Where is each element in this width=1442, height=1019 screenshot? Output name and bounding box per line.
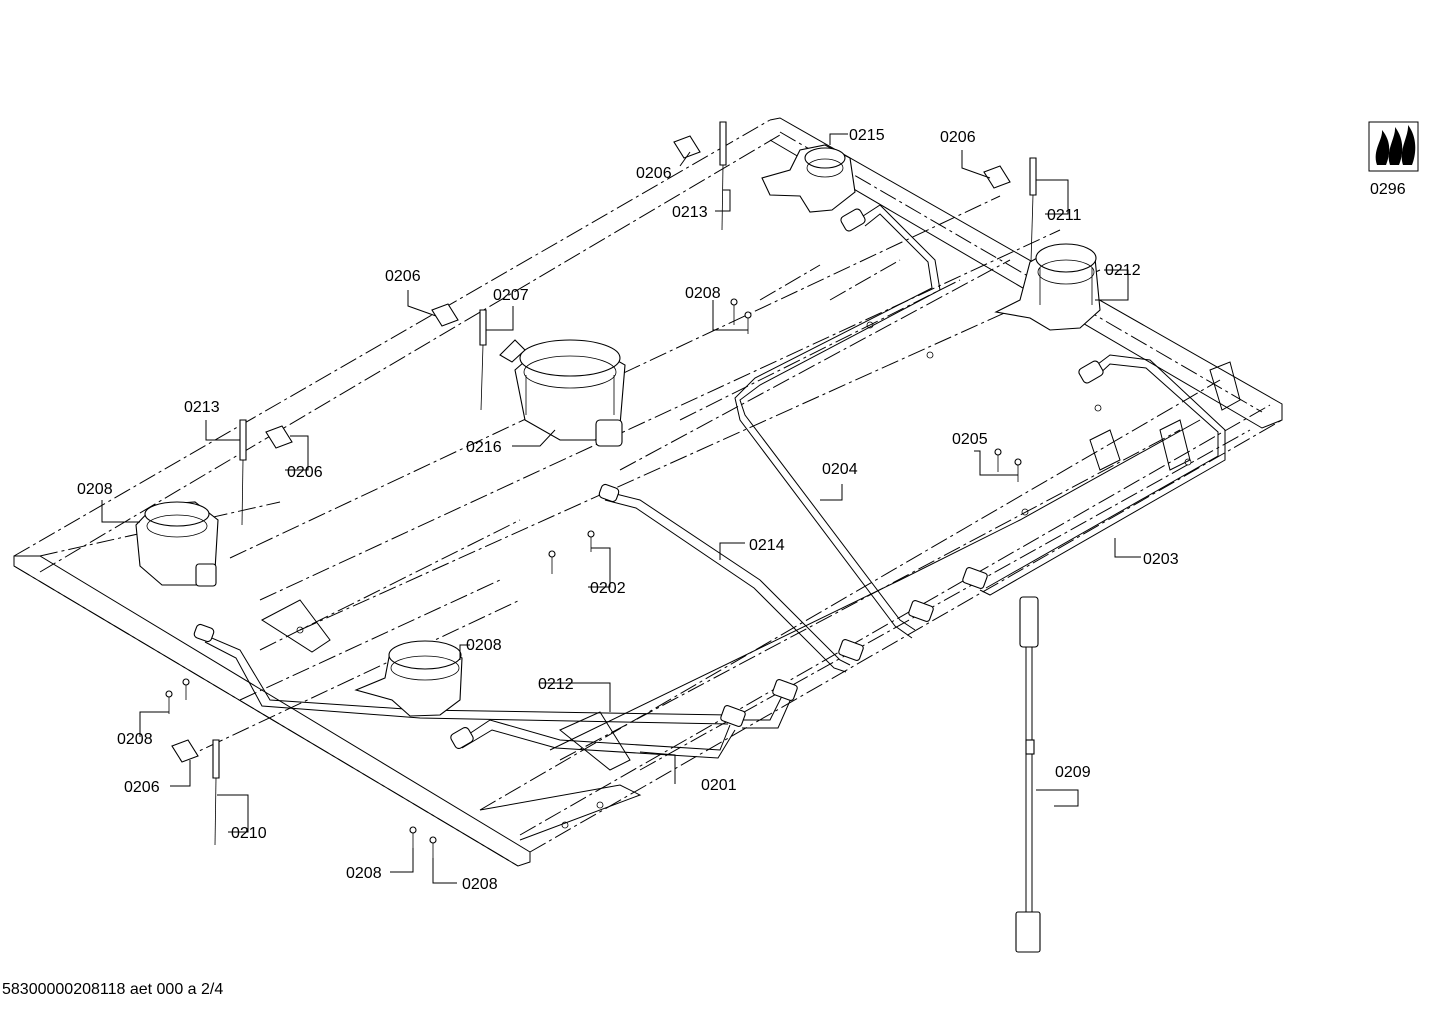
burner-base-0214 bbox=[135, 501, 219, 587]
burner-base-0216 bbox=[499, 339, 626, 447]
callout-0208: 0208 bbox=[462, 876, 498, 893]
callout-0210: 0210 bbox=[231, 825, 267, 842]
callout-0206: 0206 bbox=[636, 165, 672, 182]
screw-parts bbox=[165, 298, 1022, 858]
burner-base-0212-rear bbox=[994, 243, 1101, 331]
callout-0209: 0209 bbox=[1055, 764, 1091, 781]
callout-0208: 0205 bbox=[952, 431, 988, 448]
callout-0208: 0208 bbox=[117, 731, 153, 748]
callout-0216: 0216 bbox=[466, 439, 502, 456]
callout-0206: 0206 bbox=[385, 268, 421, 285]
callout-0215: 0215 bbox=[849, 127, 885, 144]
callout-0208: 0208 bbox=[685, 285, 721, 302]
callout-0208: 0208 bbox=[346, 865, 382, 882]
callout-0212: 0212 bbox=[1105, 262, 1141, 279]
callout-0206: 0206 bbox=[940, 129, 976, 146]
callout-0205: 0203 bbox=[1143, 551, 1179, 568]
flame-icon bbox=[1368, 121, 1419, 172]
gas-pipes bbox=[199, 204, 1226, 759]
callout-0204: 0204 bbox=[822, 461, 858, 478]
callout-0211: 0211 bbox=[1047, 207, 1082, 224]
callout-0202: 0212 bbox=[538, 676, 574, 693]
callout-0201: 0201 bbox=[701, 777, 737, 794]
callout-0212: 0208 bbox=[466, 637, 502, 654]
callout-0203: 0214 bbox=[749, 537, 785, 554]
drawing-id: 58300000208118 aet 000 a 2/4 bbox=[2, 981, 224, 998]
clip-parts bbox=[171, 135, 1011, 763]
callout-leaders bbox=[101, 133, 1141, 884]
pipe-fittings bbox=[193, 208, 1104, 750]
callout-0207: 0207 bbox=[493, 287, 529, 304]
callout-0213: 0213 bbox=[672, 204, 708, 221]
callout-0208: 0202 bbox=[590, 580, 626, 597]
callout-0206: 0206 bbox=[124, 779, 160, 796]
flame-symbol-label: 0296 bbox=[1370, 181, 1406, 198]
callout-0214: 0208 bbox=[77, 481, 113, 498]
electrode-parts bbox=[212, 121, 1037, 846]
burner-base-0212-front bbox=[354, 640, 463, 717]
callout-labels: 0215 0206 0213 0206 0211 0212 0208 0206 … bbox=[77, 127, 1406, 893]
cable-0209 bbox=[1015, 596, 1041, 953]
callout-0213: 0213 bbox=[184, 399, 220, 416]
callout-0206: 0206 bbox=[287, 464, 323, 481]
burner-base-0215 bbox=[761, 144, 856, 213]
